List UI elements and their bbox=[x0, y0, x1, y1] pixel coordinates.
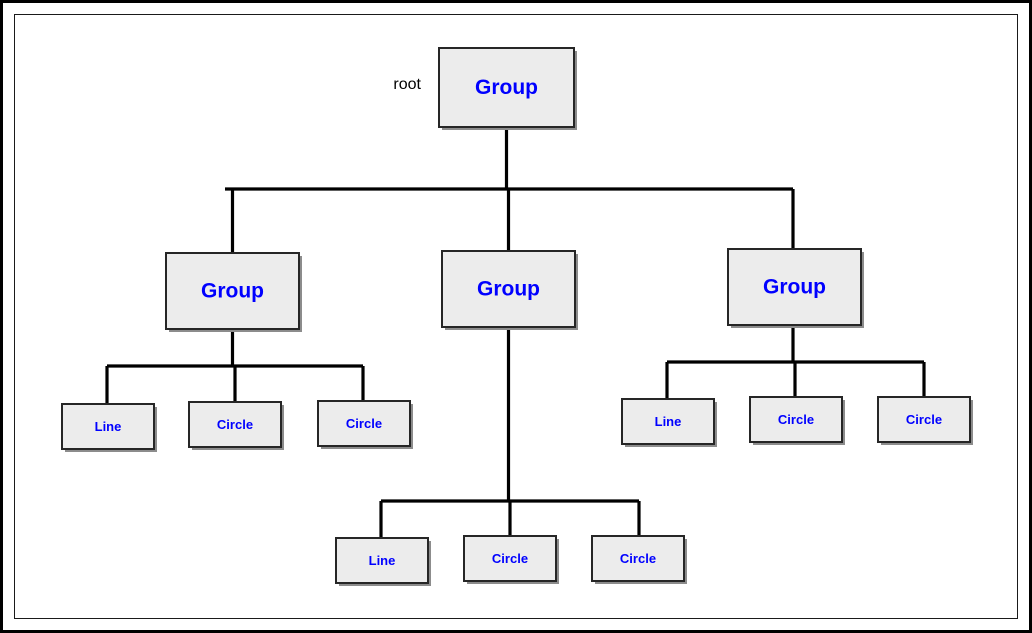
tree-node-g3[interactable]: Group bbox=[727, 248, 864, 328]
tree-node-g1c1[interactable]: Line bbox=[61, 403, 157, 452]
tree-node-g2c1[interactable]: Line bbox=[335, 537, 431, 586]
node-label: Circle bbox=[346, 416, 382, 431]
tree-node-g1c3[interactable]: Circle bbox=[317, 400, 413, 449]
node-label: Group bbox=[477, 278, 540, 301]
node-label: Line bbox=[95, 419, 122, 434]
node-box[interactable] bbox=[727, 248, 862, 326]
node-box[interactable] bbox=[749, 396, 843, 443]
tree-node-g3c3[interactable]: Circle bbox=[877, 396, 973, 445]
annotation-root-label: root bbox=[393, 76, 421, 93]
node-label: Group bbox=[475, 76, 538, 99]
tree-node-g2c3[interactable]: Circle bbox=[591, 535, 687, 584]
annotations-layer: root bbox=[393, 76, 421, 93]
node-box[interactable] bbox=[463, 535, 557, 582]
node-label: Circle bbox=[620, 551, 656, 566]
node-label: Line bbox=[369, 553, 396, 568]
node-box[interactable] bbox=[335, 537, 429, 584]
node-box[interactable] bbox=[317, 400, 411, 447]
node-label: Circle bbox=[492, 551, 528, 566]
node-box[interactable] bbox=[591, 535, 685, 582]
tree-node-g1[interactable]: Group bbox=[165, 252, 302, 332]
node-box[interactable] bbox=[61, 403, 155, 450]
tree-node-g2[interactable]: Group bbox=[441, 250, 578, 330]
node-label: Circle bbox=[778, 412, 814, 427]
tree-node-root[interactable]: Group bbox=[438, 47, 577, 130]
tree-node-g2c2[interactable]: Circle bbox=[463, 535, 559, 584]
tree-node-g3c1[interactable]: Line bbox=[621, 398, 717, 447]
node-box[interactable] bbox=[165, 252, 300, 330]
node-box[interactable] bbox=[621, 398, 715, 445]
node-box[interactable] bbox=[188, 401, 282, 448]
node-label: Group bbox=[201, 280, 264, 303]
tree-node-g1c2[interactable]: Circle bbox=[188, 401, 284, 450]
node-box[interactable] bbox=[438, 47, 575, 128]
node-label: Circle bbox=[217, 417, 253, 432]
edges-layer bbox=[105, 127, 926, 538]
node-label: Group bbox=[763, 276, 826, 299]
node-label: Line bbox=[655, 414, 682, 429]
node-box[interactable] bbox=[877, 396, 971, 443]
node-label: Circle bbox=[906, 412, 942, 427]
node-box[interactable] bbox=[441, 250, 576, 328]
tree-node-g3c2[interactable]: Circle bbox=[749, 396, 845, 445]
